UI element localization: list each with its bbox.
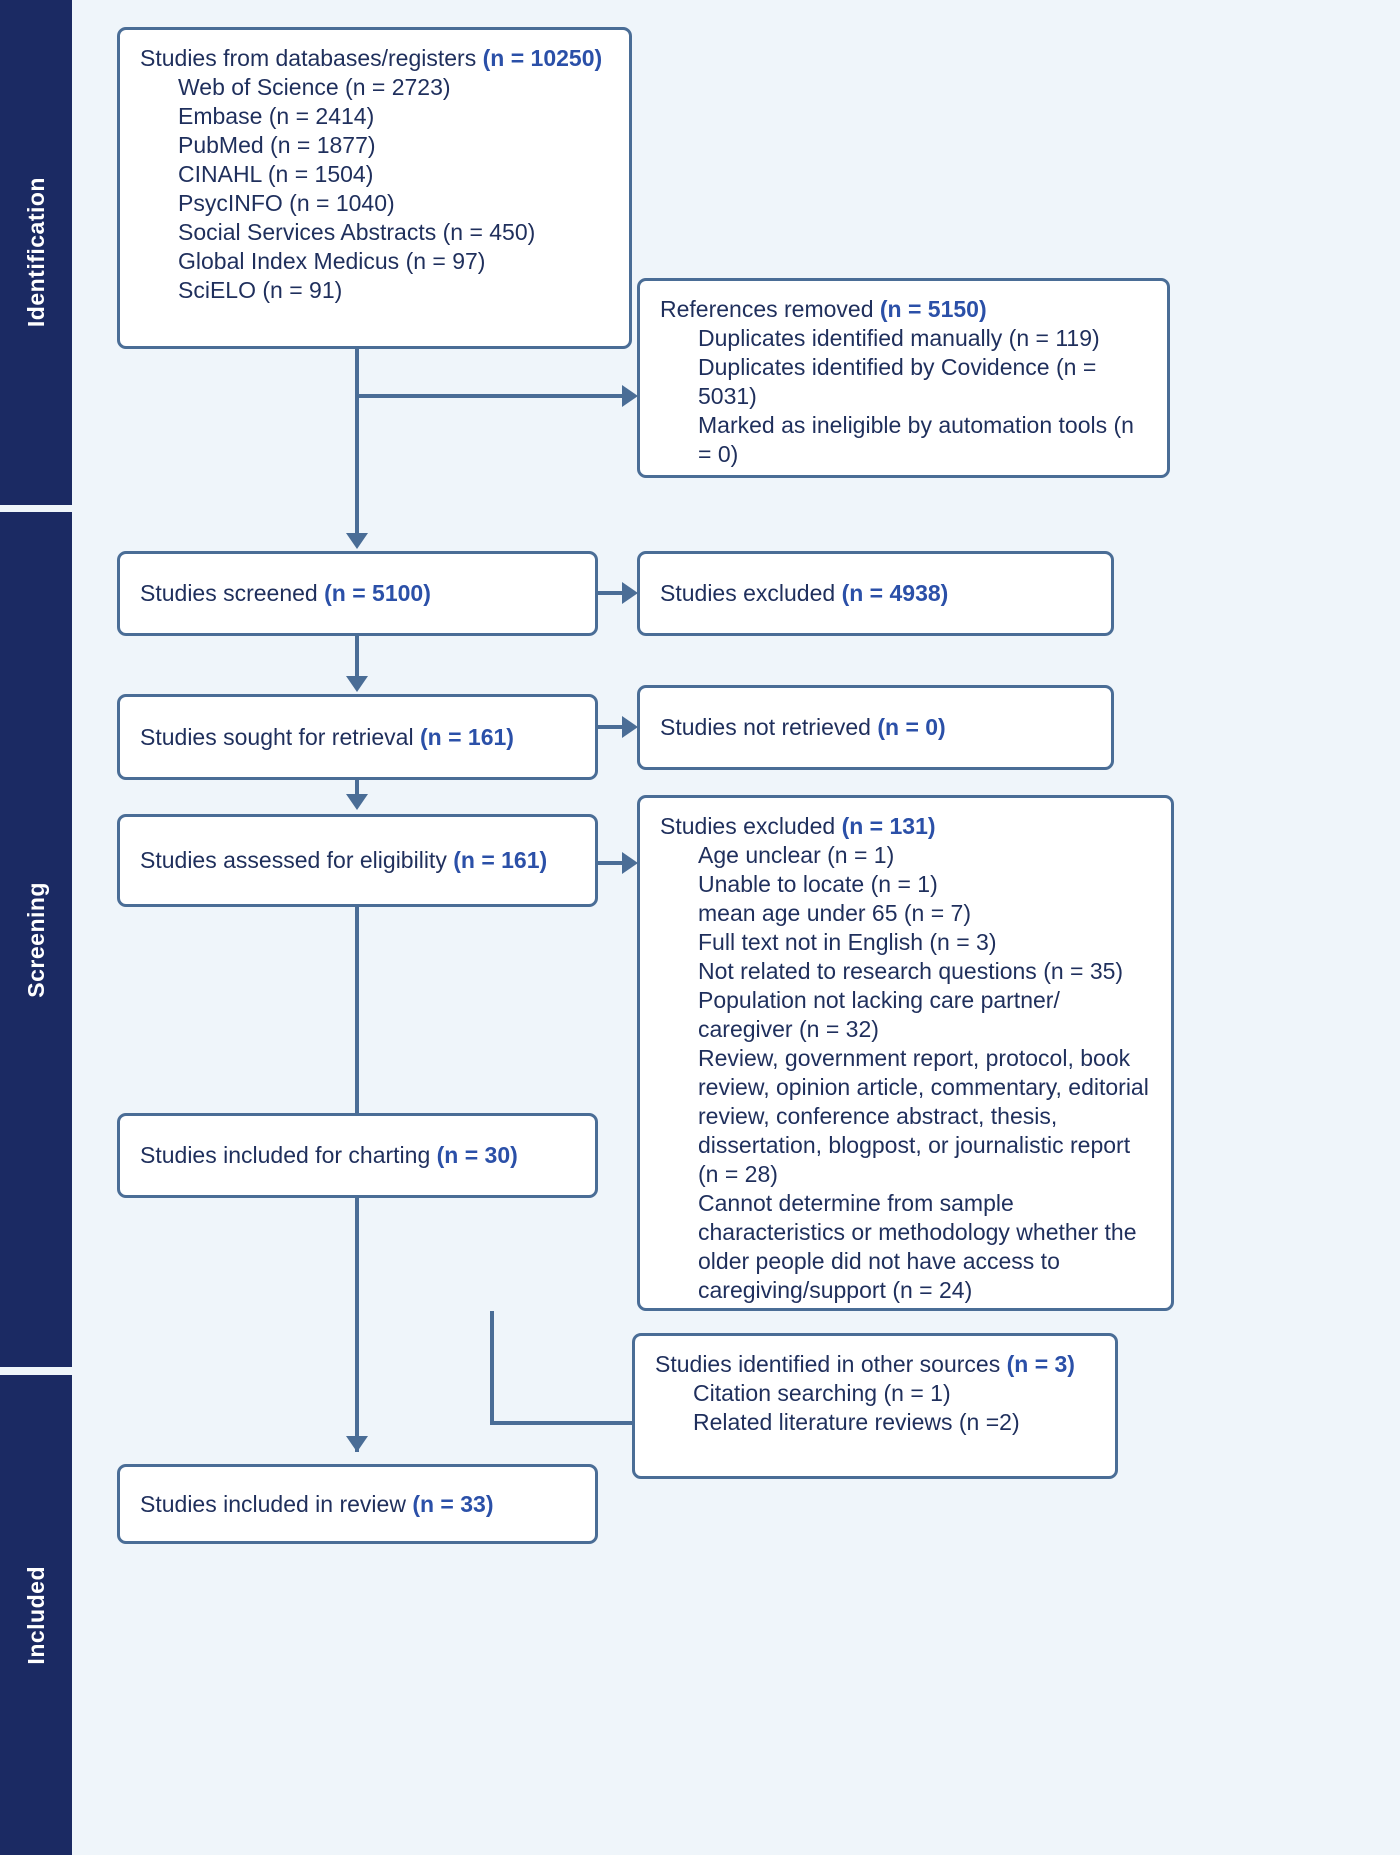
- box-screened-count: (n = 5100): [324, 580, 431, 607]
- arrow-charting-to-included: [346, 1436, 368, 1452]
- list-item: Age unclear (n = 1): [698, 841, 895, 868]
- box-charting-count: (n = 30): [436, 1142, 518, 1169]
- box-studies-included-in-review: Studies included in review (n = 33): [117, 1464, 598, 1544]
- box-references-removed: References removed (n = 5150) Duplicates…: [637, 278, 1170, 478]
- box-sought-count: (n = 161): [419, 723, 514, 750]
- connector-sources-to-removed: [355, 394, 627, 398]
- stage-label-identification: Identification: [0, 0, 72, 505]
- list-item: PsycINFO (n = 1040): [178, 189, 395, 216]
- box-studies-assessed-for-eligibility: Studies assessed for eligibility (n = 16…: [117, 814, 598, 907]
- box-screened-header: Studies screened (n = 5100): [140, 579, 431, 608]
- connector-screened-to-sought: [355, 636, 359, 678]
- box-studies-from-databases: Studies from databases/registers (n = 10…: [117, 27, 632, 349]
- box-included-header: Studies included in review (n = 33): [140, 1490, 494, 1519]
- box-othersources-header-text: Studies identified in other sources: [655, 1351, 1007, 1377]
- connector-assessed-to-excluded2: [598, 861, 627, 865]
- list-item: Global Index Medicus (n = 97): [178, 247, 486, 274]
- list-item: Duplicates identified manually (n = 119): [698, 324, 1100, 351]
- box-excluded-1-header-text: Studies excluded: [660, 580, 842, 607]
- list-item: Social Services Abstracts (n = 450): [178, 218, 536, 245]
- box-screened-header-text: Studies screened: [140, 580, 325, 607]
- list-item: Marked as ineligible by automation tools…: [698, 411, 1134, 467]
- box-sources-count: (n = 10250): [482, 45, 603, 71]
- list-item: Cannot determine from sample characteris…: [698, 1189, 1137, 1303]
- box-sources-list: Web of Science (n = 2723) Embase (n = 24…: [140, 73, 611, 305]
- box-sources-header-text: Studies from databases/registers: [140, 45, 483, 71]
- arrow-assessed-to-excluded2: [622, 852, 638, 874]
- box-studies-not-retrieved: Studies not retrieved (n = 0): [637, 685, 1114, 770]
- box-charting-header: Studies included for charting (n = 30): [140, 1141, 518, 1170]
- list-item: Embase (n = 2414): [178, 102, 375, 129]
- stage-label-screening-text: Screening: [22, 881, 49, 998]
- arrow-sought-to-assessed: [346, 794, 368, 810]
- arrow-sought-to-notretrieved: [622, 716, 638, 738]
- box-notretrieved-header-text: Studies not retrieved: [660, 714, 878, 741]
- box-assessed-count: (n = 161): [453, 847, 548, 874]
- list-item: Review, government report, protocol, boo…: [698, 1044, 1149, 1187]
- connector-othersources-elbow-horizontal: [490, 1421, 636, 1425]
- list-item: Full text not in English (n = 3): [698, 928, 997, 955]
- box-excluded-1-header: Studies excluded (n = 4938): [660, 579, 948, 608]
- box-notretrieved-count: (n = 0): [877, 714, 946, 741]
- box-excluded-1-count: (n = 4938): [841, 580, 949, 607]
- list-item: PubMed (n = 1877): [178, 131, 376, 158]
- arrow-screened-to-sought: [346, 676, 368, 692]
- connector-sought-to-notretrieved: [598, 725, 627, 729]
- list-item: Unable to locate (n = 1): [698, 870, 938, 897]
- box-assessed-header: Studies assessed for eligibility (n = 16…: [140, 846, 547, 875]
- connector-sought-to-assessed: [355, 780, 359, 796]
- box-included-count: (n = 33): [412, 1490, 494, 1517]
- list-item: Citation searching (n = 1): [693, 1379, 951, 1406]
- connector-screened-to-excluded1: [598, 591, 627, 595]
- box-studies-excluded-eligibility: Studies excluded (n = 131) Age unclear (…: [637, 795, 1174, 1311]
- box-sources-header: Studies from databases/registers (n = 10…: [140, 44, 611, 73]
- box-assessed-header-text: Studies assessed for eligibility: [140, 847, 454, 874]
- box-studies-included-for-charting: Studies included for charting (n = 30): [117, 1113, 598, 1198]
- list-item: CINAHL (n = 1504): [178, 160, 374, 187]
- box-studies-screened: Studies screened (n = 5100): [117, 551, 598, 636]
- box-notretrieved-header: Studies not retrieved (n = 0): [660, 713, 946, 742]
- connector-sources-trunk: [355, 349, 359, 539]
- box-charting-header-text: Studies included for charting: [140, 1142, 437, 1169]
- list-item: Web of Science (n = 2723): [178, 73, 451, 100]
- connector-assessed-to-charting: [355, 907, 359, 1113]
- box-included-header-text: Studies included in review: [140, 1490, 413, 1517]
- box-othersources-header: Studies identified in other sources (n =…: [655, 1350, 1097, 1379]
- box-excluded-2-header-text: Studies excluded: [660, 813, 842, 839]
- list-item: Not related to research questions (n = 3…: [698, 957, 1124, 984]
- box-removed-header: References removed (n = 5150): [660, 295, 1149, 324]
- box-sought-header: Studies sought for retrieval (n = 161): [140, 723, 514, 752]
- box-removed-list: Duplicates identified manually (n = 119)…: [660, 324, 1149, 469]
- box-studies-identified-other-sources: Studies identified in other sources (n =…: [632, 1333, 1118, 1479]
- stage-label-identification-text: Identification: [22, 177, 49, 328]
- list-item: Related literature reviews (n =2): [693, 1408, 1020, 1435]
- box-studies-excluded-screening: Studies excluded (n = 4938): [637, 551, 1114, 636]
- box-studies-sought-for-retrieval: Studies sought for retrieval (n = 161): [117, 694, 598, 780]
- box-excluded-2-header: Studies excluded (n = 131): [660, 812, 1153, 841]
- box-excluded-2-count: (n = 131): [841, 813, 936, 839]
- stage-label-included-text: Included: [22, 1565, 49, 1665]
- arrow-sources-to-removed: [622, 385, 638, 407]
- box-sought-header-text: Studies sought for retrieval: [140, 723, 420, 750]
- connector-charting-trunk: [355, 1198, 359, 1452]
- stage-label-screening: Screening: [0, 512, 72, 1367]
- list-item: SciELO (n = 91): [178, 276, 343, 303]
- box-removed-count: (n = 5150): [879, 296, 987, 322]
- arrow-sources-to-screened: [346, 533, 368, 549]
- stage-label-included: Included: [0, 1375, 72, 1855]
- connector-othersources-elbow-vertical: [490, 1311, 494, 1425]
- box-othersources-count: (n = 3): [1006, 1351, 1075, 1377]
- list-item: mean age under 65 (n = 7): [698, 899, 971, 926]
- box-removed-header-text: References removed: [660, 296, 880, 322]
- box-othersources-list: Citation searching (n = 1) Related liter…: [655, 1379, 1097, 1437]
- list-item: Duplicates identified by Covidence (n = …: [698, 353, 1097, 409]
- box-excluded-2-list: Age unclear (n = 1) Unable to locate (n …: [660, 841, 1153, 1305]
- list-item: Population not lacking care partner/ car…: [698, 986, 1060, 1042]
- arrow-screened-to-excluded1: [622, 582, 638, 604]
